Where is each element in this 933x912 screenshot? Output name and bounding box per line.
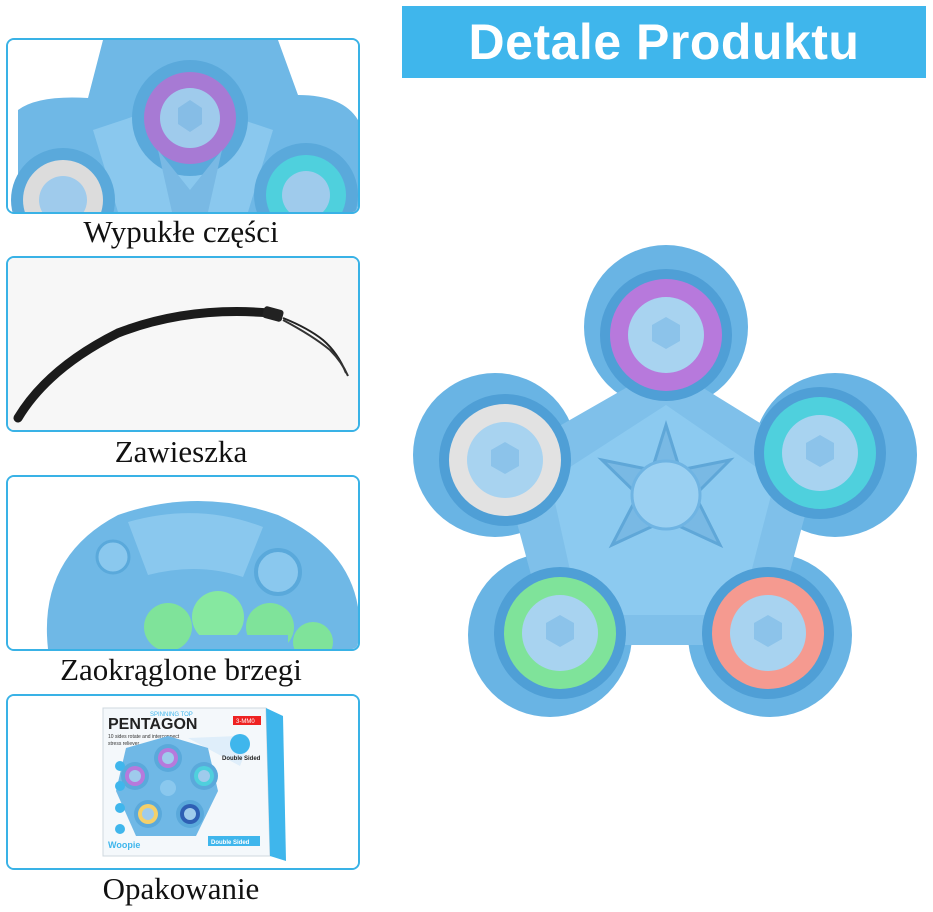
caption-packaging: Opakowanie [102, 871, 260, 906]
lanyard-image [8, 258, 358, 430]
ring-cyan [754, 387, 886, 519]
packaging-image: SPINNING TOP PENTAGON 3-MM0 10 sides rot… [8, 696, 358, 868]
box-small-top: SPINNING TOP [150, 712, 193, 718]
ring-purple [600, 269, 732, 401]
ring-salmon [702, 567, 834, 699]
box-brand: Woopie [108, 840, 140, 850]
box-toy-illustration [116, 736, 218, 836]
caption-lanyard: Zawieszka [114, 434, 248, 469]
box-double-bottom: Double Sided [211, 840, 250, 846]
raised-parts-image [8, 40, 358, 212]
ring-gray [439, 394, 571, 526]
panel-lanyard [6, 256, 360, 432]
details-banner: Detale Produktu [402, 6, 926, 78]
rounded-edges-image [8, 477, 358, 649]
box-badge: 3-MM0 [236, 719, 255, 725]
banner-title: Detale Produktu [468, 14, 860, 70]
ring-green [494, 567, 626, 699]
box-line1: 10 sides rotate and interconnect [108, 734, 180, 740]
box-title: PENTAGON [108, 716, 197, 733]
caption-rounded-edges: Zaokrąglone brzegi [60, 652, 302, 687]
panel-packaging: SPINNING TOP PENTAGON 3-MM0 10 sides rot… [6, 694, 360, 870]
panel-raised-parts [6, 38, 360, 214]
panel-rounded-edges [6, 475, 360, 651]
box-double-top: Double Sided [222, 756, 261, 762]
pentagon-spinner-toy [413, 245, 917, 717]
box-line2: stress reliever [108, 741, 139, 747]
caption-raised-parts: Wypukłe części [83, 214, 279, 249]
